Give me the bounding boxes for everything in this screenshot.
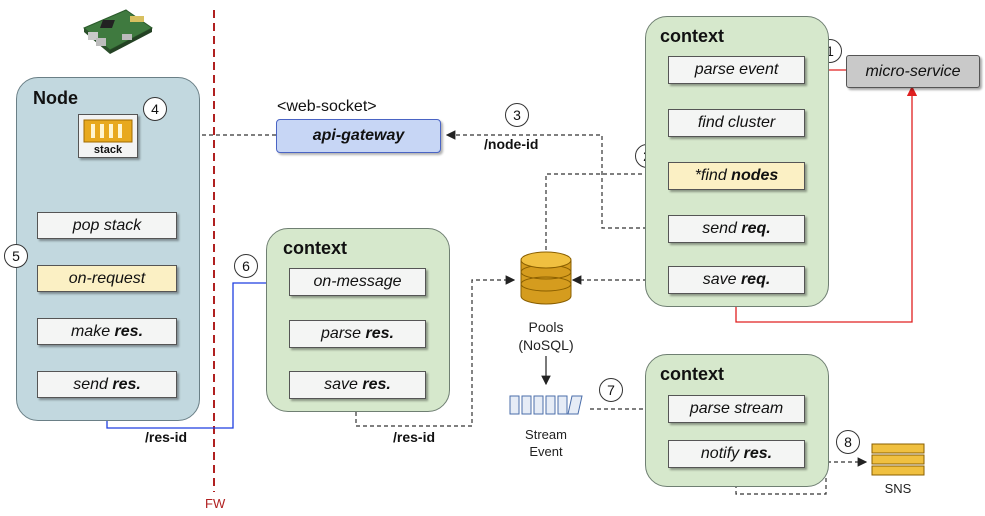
api-gateway-box[interactable]: api-gateway [276,119,441,153]
stream-icon[interactable] [508,393,586,417]
step-6-badge: 6 [234,254,258,278]
send-req-box[interactable]: send req. [668,215,805,243]
parse-res-text: parse [321,325,362,342]
save-res-bold: res. [362,376,391,393]
find-nodes-bold: nodes [731,167,779,184]
fw-label: FW [205,496,226,511]
pools-sublabel: (NoSQL) [518,337,574,353]
parse-res-box[interactable]: parse res. [289,320,426,348]
parse-event-box[interactable]: parse event [668,56,805,84]
sns-icon[interactable] [870,442,926,478]
pop-stack-box[interactable]: pop stack [37,212,177,239]
pools-label: Pools [528,319,564,335]
context-mid-title: context [283,238,348,258]
make-res-text: make [70,322,111,340]
step-8-badge: 8 [836,430,860,454]
send-req-text: send [702,220,737,237]
save-req-text: save [702,271,737,288]
step-7-badge: 7 [599,378,623,402]
notify-res-text: notify [700,445,740,462]
res-id-left-label: /res-id [145,429,188,445]
parse-stream-box[interactable]: parse stream [668,395,805,423]
save-req-bold: req. [740,271,771,288]
node-title: Node [33,88,78,108]
find-cluster-box[interactable]: find cluster [668,109,805,137]
database-icon[interactable] [519,250,573,306]
websocket-label: <web-socket> [277,98,377,115]
step-4-badge: 4 [143,97,167,121]
stream-label: Stream [525,427,567,442]
stream-sublabel: Event [529,444,563,459]
save-res-box[interactable]: save res. [289,371,426,399]
context-main-title: context [660,26,725,46]
step-5-badge: 5 [4,244,28,268]
make-res-bold: res. [114,322,144,340]
save-req-box[interactable]: save req. [668,266,805,294]
find-nodes-text: *find [694,167,727,184]
res-id-mid-label: /res-id [393,429,436,445]
make-res-box[interactable]: make res. [37,318,177,345]
stack-label: stack [93,144,123,156]
notify-res-box[interactable]: notify res. [668,440,805,468]
find-nodes-box[interactable]: *find nodes [668,162,805,190]
stack-icon[interactable]: stack [78,114,138,158]
on-message-box[interactable]: on-message [289,268,426,296]
save-res-text: save [324,376,358,393]
node-id-label: /node-id [484,136,539,152]
sns-label: SNS [884,481,912,496]
send-res-box[interactable]: send res. [37,371,177,398]
on-request-box[interactable]: on-request [37,265,177,292]
send-res-text: send [73,375,108,393]
send-req-bold: req. [741,220,771,237]
micro-service-box[interactable]: micro-service [846,55,980,88]
notify-res-bold: res. [743,445,773,462]
step-3-badge: 3 [505,103,529,127]
raspberry-pi-board-icon [83,9,153,54]
parse-res-bold: res. [365,325,394,342]
send-res-bold: res. [112,375,141,393]
context-bottom-title: context [660,364,725,384]
